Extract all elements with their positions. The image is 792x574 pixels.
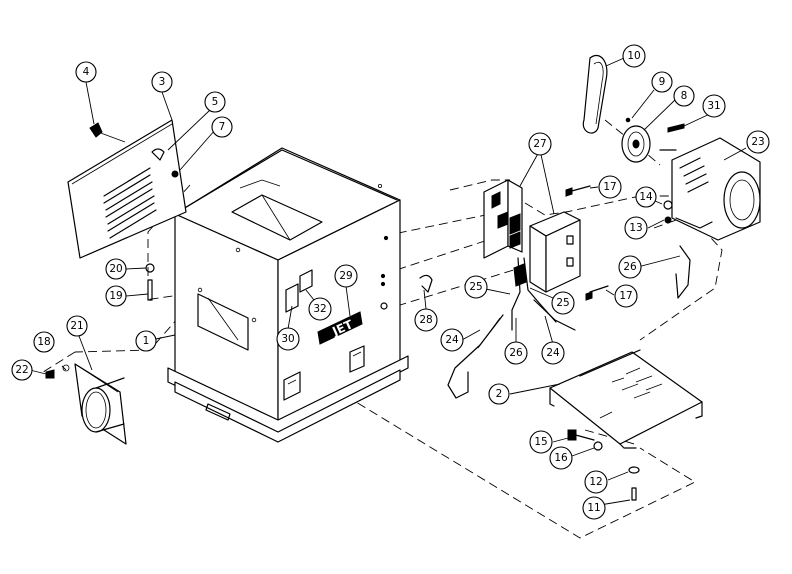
callout-28: 28: [414, 308, 438, 332]
callout-17a: 17: [598, 175, 622, 199]
svg-text:24: 24: [546, 347, 560, 359]
callout-21: 21: [66, 315, 88, 337]
callout-31: 31: [702, 94, 726, 118]
svg-text:3: 3: [159, 76, 166, 88]
svg-text:1: 1: [143, 335, 150, 347]
callout-25a: 25: [464, 275, 488, 299]
power-cord-left: [447, 314, 504, 399]
callout-32: 32: [308, 297, 332, 321]
callout-13: 13: [624, 216, 648, 240]
callout-19: 19: [105, 285, 127, 307]
svg-text:25: 25: [469, 281, 482, 293]
callout-24b: 24: [541, 341, 565, 365]
svg-text:5: 5: [212, 96, 219, 108]
mounting-holes: [380, 235, 389, 310]
svg-text:21: 21: [70, 320, 83, 332]
svg-text:26: 26: [509, 347, 523, 359]
svg-text:7: 7: [219, 121, 226, 133]
callout-12: 12: [584, 470, 608, 494]
callout-30: 30: [276, 327, 300, 351]
callout-3: 3: [151, 71, 173, 93]
svg-text:11: 11: [587, 502, 600, 514]
svg-text:32: 32: [313, 303, 326, 315]
pin-assembly: [145, 263, 155, 301]
svg-text:13: 13: [629, 222, 642, 234]
callout-8: 8: [673, 85, 695, 107]
duct-outlet: [45, 363, 127, 445]
cord-clamp: [419, 274, 433, 293]
callout-5: 5: [204, 91, 226, 113]
svg-text:26: 26: [623, 261, 637, 273]
svg-text:27: 27: [533, 138, 546, 150]
svg-text:25: 25: [556, 297, 569, 309]
svg-text:19: 19: [109, 290, 122, 302]
callout-24a: 24: [440, 328, 464, 352]
callout-1: 1: [135, 330, 157, 352]
svg-text:24: 24: [445, 334, 459, 346]
callout-17b: 17: [614, 284, 638, 308]
svg-text:17: 17: [619, 290, 632, 302]
callout-29: 29: [334, 264, 358, 288]
callout-20: 20: [105, 258, 127, 280]
motor-mount-plate: [549, 349, 703, 501]
callout-4: 4: [75, 61, 97, 83]
svg-text:18: 18: [37, 336, 50, 348]
louvered-panel: [67, 119, 187, 259]
callout-14: 14: [635, 186, 657, 208]
callout-9: 9: [651, 71, 673, 93]
motor: [659, 123, 761, 299]
callout-16: 16: [549, 446, 573, 470]
callout-bubbles: 1 2 3 4 5 7 8 9 10 11 12 13 14 15 16 17 …: [11, 44, 770, 520]
svg-text:29: 29: [339, 270, 352, 282]
pulley-and-belt: [582, 54, 651, 163]
cabinet-body: [167, 147, 409, 443]
svg-text:23: 23: [751, 136, 764, 148]
svg-text:10: 10: [627, 50, 640, 62]
svg-text:15: 15: [534, 436, 547, 448]
callout-2: 2: [488, 383, 510, 405]
callout-15: 15: [529, 430, 553, 454]
svg-text:17: 17: [603, 181, 616, 193]
svg-text:31: 31: [707, 100, 720, 112]
callout-11: 11: [582, 496, 606, 520]
jet-logo-plate: JET: [317, 311, 363, 345]
power-cord-right: [533, 299, 576, 331]
callout-18: 18: [33, 331, 55, 353]
svg-text:4: 4: [83, 66, 90, 78]
callout-26b: 26: [618, 255, 642, 279]
svg-text:16: 16: [554, 452, 568, 464]
callout-27: 27: [528, 132, 552, 156]
callout-10: 10: [622, 44, 646, 68]
svg-text:22: 22: [15, 364, 28, 376]
callout-22: 22: [11, 359, 33, 381]
callout-7: 7: [211, 116, 233, 138]
svg-text:28: 28: [419, 314, 432, 326]
callout-25b: 25: [551, 291, 575, 315]
svg-text:8: 8: [681, 90, 688, 102]
svg-text:20: 20: [109, 263, 122, 275]
svg-text:2: 2: [496, 388, 503, 400]
svg-text:14: 14: [639, 191, 653, 203]
callout-23: 23: [746, 130, 770, 154]
electrical-boxes: [483, 179, 609, 331]
svg-text:12: 12: [589, 476, 602, 488]
svg-text:30: 30: [281, 333, 294, 345]
callout-26a: 26: [504, 341, 528, 365]
svg-text:9: 9: [659, 76, 666, 88]
